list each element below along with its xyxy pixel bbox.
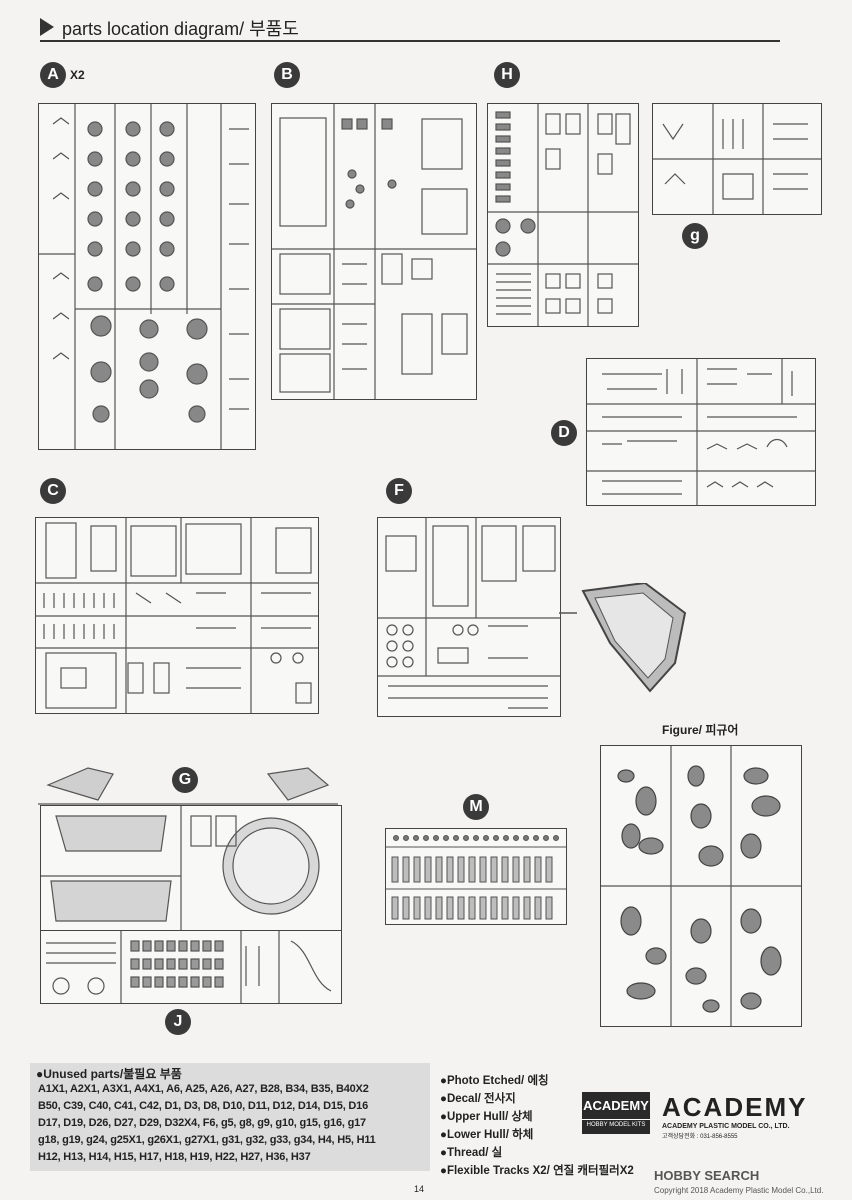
- academy-box-logo-main: ACADEMY: [583, 1098, 649, 1113]
- sprue-figure-drawing: [601, 746, 801, 1026]
- page-number: 14: [414, 1184, 425, 1194]
- sprue-label-m: M: [463, 794, 489, 820]
- sprue-d-drawing: [587, 359, 815, 505]
- sprue-h-frame: [487, 103, 639, 327]
- sprue-d-frame: [586, 358, 816, 506]
- academy-wordmark: ACADEMY: [662, 1092, 808, 1122]
- sprue-g-drawing: [41, 806, 322, 1001]
- turret-connector: [559, 606, 577, 620]
- turret-floor-part: [575, 583, 687, 695]
- sprue-label-c: C: [40, 478, 66, 504]
- legend-decal: ●Decal/ 전사지: [440, 1093, 516, 1105]
- academy-wordmark-logo: ACADEMY ACADEMY PLASTIC MODEL CO., LTD. …: [662, 1092, 818, 1140]
- sprue-g-small-frame: [652, 103, 822, 215]
- legend-flexible-tracks: ●Flexible Tracks X2/ 연질 캐터필러X2: [440, 1165, 634, 1177]
- sprue-label-j: J: [165, 1009, 191, 1035]
- company-contact: 고객상담전화 : 031-856-8555: [662, 1134, 738, 1140]
- copyright: Copyright 2018 Academy Plastic Model Co.…: [654, 1186, 824, 1195]
- sprue-h-drawing: [488, 104, 638, 326]
- sprue-label-a: A: [40, 62, 66, 88]
- sprue-label-g-small: g: [682, 223, 708, 249]
- sprue-a-drawing: [39, 104, 249, 449]
- sprue-m-drawing: [386, 835, 566, 920]
- sprue-a-quantity: X2: [70, 68, 85, 82]
- turret-floor-drawing: [581, 583, 687, 693]
- sprue-c-frame: [35, 517, 319, 714]
- sprue-b-frame: [271, 103, 477, 400]
- sprue-f-frame: [377, 517, 561, 717]
- sprue-g-top-parts: [38, 760, 338, 808]
- unused-parts-line: g18, g19, g24, g25X1, g26X1, g27X1, g31,…: [38, 1134, 376, 1146]
- header-rule: [40, 40, 780, 42]
- sprue-j-frame: [40, 930, 342, 1004]
- sprue-figure-frame: [600, 745, 802, 1027]
- unused-parts-box: ●Unused parts/불필요 부품 A1X1, A2X1, A3X1, A…: [30, 1063, 430, 1171]
- unused-parts-line: B50, C39, C40, C41, C42, D1, D3, D8, D10…: [38, 1100, 369, 1112]
- unused-parts-line: D17, D19, D26, D27, D29, D32X4, F6, g5, …: [38, 1117, 366, 1129]
- sprue-j-drawing: [46, 931, 332, 1003]
- page-header: parts location diagram/ 부품도: [40, 14, 780, 42]
- sprue-c-drawing: [36, 518, 318, 713]
- sprue-b-drawing: [272, 104, 476, 399]
- page-title: parts location diagram/ 부품도: [62, 19, 299, 39]
- sprue-g-small-drawing: [653, 104, 821, 214]
- legend-lower-hull: ●Lower Hull/ 하체: [440, 1129, 534, 1141]
- sprue-label-h: H: [494, 62, 520, 88]
- academy-box-logo: ACADEMY HOBBY MODEL KITS: [582, 1092, 650, 1134]
- sprue-label-f: F: [386, 478, 412, 504]
- header-arrow-icon: [40, 18, 54, 36]
- sprue-f-drawing: [378, 518, 560, 709]
- academy-box-logo-sub: HOBBY MODEL KITS: [582, 1119, 650, 1128]
- legend-thread: ●Thread/ 실: [440, 1147, 503, 1159]
- company-name: ACADEMY PLASTIC MODEL CO., LTD.: [662, 1123, 790, 1130]
- legend-photo-etched: ●Photo Etched/ 에칭: [440, 1075, 549, 1087]
- sprue-m-frame: [385, 828, 567, 925]
- unused-parts-title: ●Unused parts/불필요 부품: [36, 1067, 182, 1081]
- figure-label: Figure/ 피규어: [662, 723, 739, 737]
- sprue-label-g: G: [172, 767, 198, 793]
- sprue-label-d: D: [551, 420, 577, 446]
- sprue-label-b: B: [274, 62, 300, 88]
- unused-parts-line: A1X1, A2X1, A3X1, A4X1, A6, A25, A26, A2…: [38, 1083, 369, 1095]
- unused-parts-line: H12, H13, H14, H15, H17, H18, H19, H22, …: [38, 1151, 311, 1163]
- watermark: HOBBY SEARCH: [654, 1168, 760, 1183]
- sprue-a-frame: [38, 103, 256, 450]
- legend-upper-hull: ●Upper Hull/ 상체: [440, 1111, 533, 1123]
